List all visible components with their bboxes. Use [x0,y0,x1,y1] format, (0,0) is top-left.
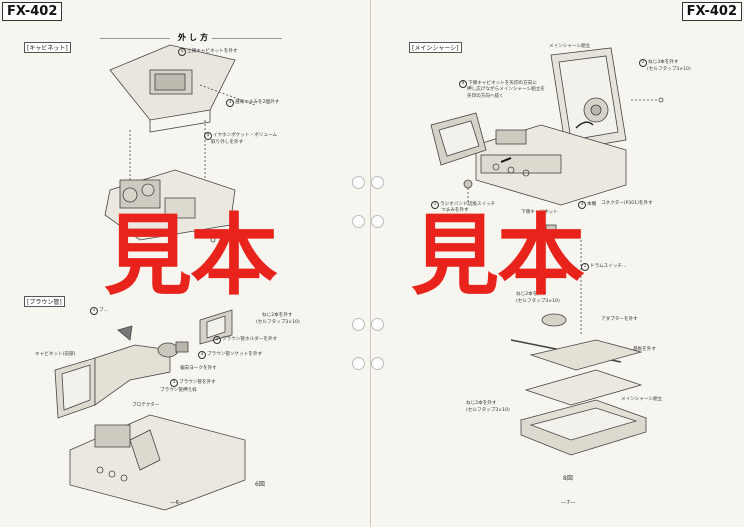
callout-14: (セルフタップ3×10) [516,299,560,304]
callout-5: 押し広げながらメインシャーシ組立を [467,87,546,92]
model-label: FX-402 [2,2,63,21]
binder-hole [371,357,384,370]
page-number: —6— [170,500,185,506]
callout-17: ねじ2本を外す [466,401,497,406]
figure-number: 6図 [255,481,265,488]
binder-hole [371,318,384,331]
binder-hole [371,176,384,189]
section-braun: [ブラウン管] [24,296,65,307]
callout-1: メインシャーシ組立 [549,44,591,49]
callout-6: (セルフタップ3×10) [256,320,300,325]
page-title: 外し方 [178,33,211,42]
callout-3: (セルフタップ3×10) [647,67,691,72]
callout-9: 下側キャビネット [521,210,558,215]
callout-4: 取り外しを外す [211,140,244,145]
callout-13: ねじ2本を外す [516,292,547,297]
callout-19: メインシャーシ組立 [621,397,663,402]
binder-hole [352,318,365,331]
callout-15: アダプターを外す [601,317,638,322]
binder-hole [352,215,365,228]
right-page: FX-402 [メインシャーシ] [371,0,744,527]
figure-number: 8図 [563,475,573,482]
section-main-chassis: [メインシャーシ] [409,42,462,53]
model-label: FX-402 [681,2,742,21]
callout-14: プロテクター [132,403,160,408]
exploded-drawing [430,47,664,456]
callout-11: コネクター(P301)を外す [601,201,653,206]
callout-5: ねじ2本を外す [262,313,293,318]
left-page: FX-402 外し方 [キャビネット] [ブラウン管] [0,0,371,527]
callout-18: (セルフタップ3×10) [466,408,510,413]
title-rule-right [212,38,282,39]
callout-12: キャビネット(前部) [35,352,76,357]
section-cabinet: [キャビネット] [24,42,71,53]
binder-hole [352,357,365,370]
callout-10: 偏向ヨークを外す [180,366,217,371]
binder-hole [352,176,365,189]
callout-13: ブラウン管押え枠 [160,388,197,393]
binder-hole [371,215,384,228]
watermark-sample: 見本 [104,204,278,307]
callout-8: つまみを外す [441,208,469,213]
callout-6: 矢印の方向へ抜く [467,94,504,99]
callout-16: 基板を外す [633,347,656,352]
title-rule-left [100,38,170,39]
page-number: —7— [561,500,576,506]
watermark-sample: 見本 [411,204,585,307]
exploded-drawing [54,44,256,511]
